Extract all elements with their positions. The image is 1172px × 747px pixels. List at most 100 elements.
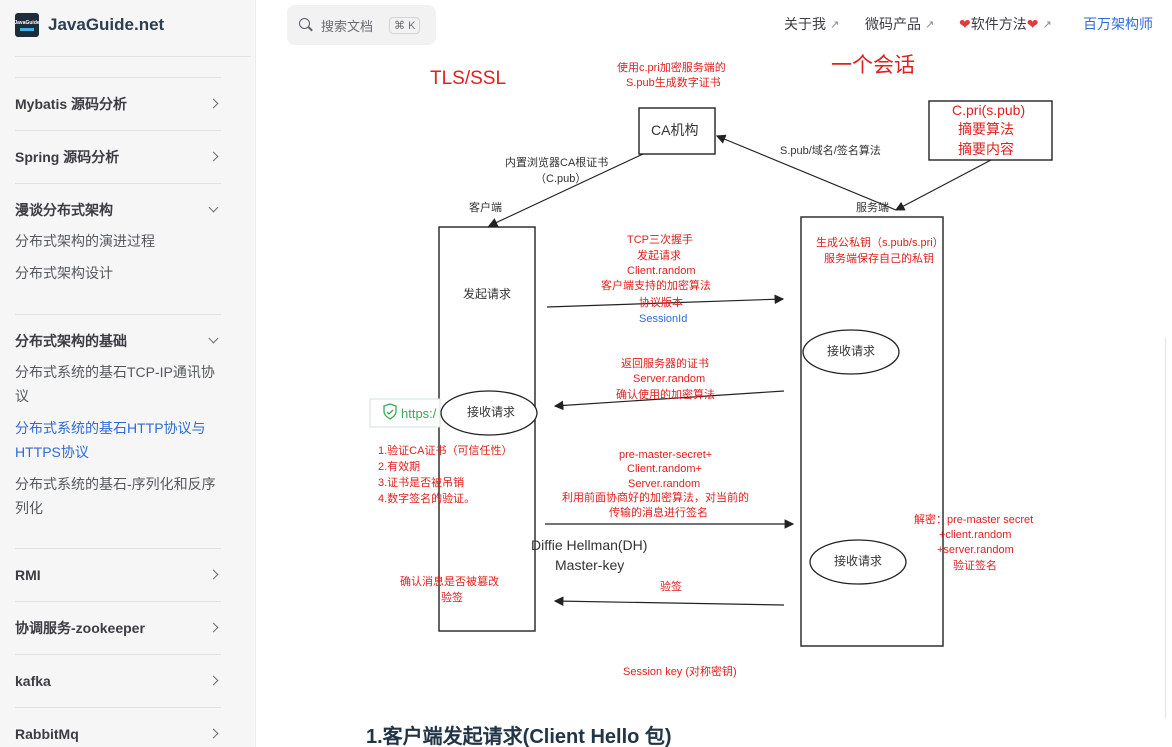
verify-line: 2.有效期: [378, 461, 421, 473]
heart-icon: ❤: [959, 15, 971, 32]
arrow-client-hello: [546, 294, 785, 308]
server-gen-1: 生成公私钥（s.pub/s.pri）: [816, 237, 944, 249]
sidebar-group-label: Mybatis 源码分析: [15, 95, 128, 112]
https-badge-text: https:/: [401, 406, 437, 421]
sidebar-group-label: 分布式架构的基础: [15, 332, 127, 349]
ca-box-label: CA机构: [651, 122, 699, 138]
chevron-right-icon: [207, 97, 221, 111]
sidebar-item[interactable]: 分布式架构的演进过程: [15, 233, 155, 249]
external-link-icon: ↗: [830, 18, 840, 31]
step1-line: 客户端支持的加密算法: [601, 280, 711, 292]
step3-line: 传输的消息进行签名: [609, 507, 708, 519]
sidebar-item[interactable]: 分布式系统的基石TCP-IP通讯协议: [15, 364, 215, 404]
server-receive-ellipse-2: [809, 539, 907, 585]
scrollbar-track: [1165, 338, 1166, 718]
ca-to-server-label: S.pub/域名/签名算法: [780, 145, 881, 157]
nav-link-arch[interactable]: 百万架构师: [1083, 14, 1153, 34]
step3-line: Server.random: [628, 478, 701, 490]
session-key-label: Session key (对称密钥): [623, 666, 737, 678]
decrypt-line: +server.random: [937, 544, 1014, 556]
nav-label: 关于我: [784, 16, 826, 32]
search-button[interactable]: 搜索文档 ⌘ K: [287, 5, 436, 45]
chevron-right-icon: [207, 621, 221, 635]
sidebar-group-label: 漫谈分布式架构: [15, 201, 113, 218]
sidebar-group-arch-basics[interactable]: 分布式架构的基础: [15, 314, 221, 366]
step1-session: SessionId: [639, 313, 688, 325]
arrow-server-ca: [715, 134, 897, 211]
client-receive-label: 接收请求: [467, 405, 516, 419]
sidebar-group-rmi[interactable]: RMI: [15, 548, 221, 600]
server-label: 服务端: [856, 202, 889, 214]
server-receive-1-label: 接收请求: [827, 344, 876, 358]
client-label: 客户端: [469, 202, 502, 214]
client-confirm-1: 确认消息是否被篡改: [400, 576, 499, 588]
chevron-right-icon: [207, 727, 221, 741]
brand-logo-text: JavaGuide: [14, 19, 40, 26]
search-placeholder: 搜索文档: [321, 18, 374, 34]
arrow-ca-client: [487, 153, 644, 227]
decrypt-line: 验证签名: [953, 560, 997, 572]
sidebar-group-label: RMI: [15, 566, 41, 583]
server-key-2: 摘要算法: [958, 121, 1014, 137]
sidebar-group-kafka[interactable]: kafka: [15, 654, 221, 706]
sidebar-group-mybatis[interactable]: Mybatis 源码分析: [15, 77, 221, 129]
external-link-icon: ↗: [925, 18, 935, 31]
nav-link-about[interactable]: 关于我 ↗: [784, 14, 839, 34]
nav-link-micro[interactable]: 微码产品 ↗: [865, 14, 934, 34]
sidebar-item-active[interactable]: 分布式系统的基石HTTP协议与HTTPS协议: [15, 420, 206, 460]
ca-note-2: S.pub生成数字证书: [626, 77, 721, 89]
browser-cert-2: （C.pub）: [535, 173, 587, 185]
nav-label: 软件方法: [970, 16, 1027, 32]
divider: [15, 56, 251, 57]
ca-box: [638, 107, 716, 155]
sidebar-group-zookeeper[interactable]: 协调服务-zookeeper: [15, 601, 221, 653]
external-link-icon: ↗: [1042, 18, 1052, 31]
chevron-right-icon: [207, 150, 221, 164]
https-handshake-diagram: TLS/SSL 一个会话 使用c.pri加密服务端的 S.pub生成数字证书 C…: [255, 50, 1172, 720]
brand-logo: JavaGuide: [14, 13, 40, 37]
client-request-label: 发起请求: [463, 287, 512, 301]
verify-line: 4.数字签名的验证。: [378, 493, 476, 505]
sidebar-item[interactable]: 分布式系统的基石-序列化和反序列化: [15, 476, 216, 516]
step1-line: TCP三次握手: [627, 234, 693, 246]
https-badge-frame: [369, 398, 441, 428]
sidebar-group-spring[interactable]: Spring 源码分析: [15, 130, 221, 182]
step1-line: Client.random: [627, 265, 696, 277]
diagram-title-tls: TLS/SSL: [430, 68, 507, 89]
step2-line: 返回服务器的证书: [621, 358, 709, 370]
shield-icon: [383, 403, 397, 420]
arrow-sign-verify: [553, 596, 785, 606]
sidebar: JavaGuide JavaGuide.net Mybatis 源码分析 Spr…: [0, 0, 256, 747]
client-confirm-2: 验签: [441, 592, 463, 604]
step2-line: Server.random: [633, 373, 706, 385]
nav-label: 微码产品: [865, 16, 921, 32]
sidebar-item[interactable]: 分布式架构设计: [15, 265, 113, 281]
step1-line: 协议版本: [639, 297, 683, 309]
chevron-down-icon: [207, 203, 221, 217]
diagram-title-session: 一个会话: [831, 54, 915, 77]
verify-line: 1.验证CA证书（可信任性）: [378, 445, 513, 457]
server-key-box: [928, 100, 1053, 161]
brand-name: JavaGuide.net: [48, 15, 165, 34]
server-gen-2: 服务端保存自己的私钥: [824, 253, 934, 265]
sidebar-group-rabbitmq[interactable]: RabbitMq: [15, 707, 221, 747]
server-receive-ellipse-1: [802, 329, 900, 375]
chevron-down-icon: [207, 334, 221, 348]
search-shortcut: ⌘ K: [389, 16, 421, 34]
sidebar-group-label: 协调服务-zookeeper: [15, 619, 145, 636]
content-heading: 1.客户端发起请求(Client Hello 包): [366, 726, 672, 747]
nav-label: 百万架构师: [1083, 16, 1153, 32]
step3-line: Client.random+: [627, 463, 702, 475]
nav-link-method[interactable]: ❤软件方法❤↗: [959, 14, 1052, 34]
brand[interactable]: JavaGuide JavaGuide.net: [14, 12, 165, 38]
decrypt-line: 解密：pre-master secret: [914, 514, 1034, 526]
arrow-server-hello: [553, 390, 785, 411]
step2-line: 确认使用的加密算法: [616, 389, 715, 401]
sidebar-group-distributed-arch[interactable]: 漫谈分布式架构: [15, 183, 221, 235]
search-icon: [299, 18, 313, 32]
step1-line: 发起请求: [637, 250, 681, 262]
sidebar-group-label: Spring 源码分析: [15, 148, 120, 165]
heart-icon: ❤: [1026, 15, 1039, 32]
verify-line: 3.证书是否被吊销: [378, 477, 465, 489]
step3-line: 利用前面协商好的加密算法，对当前的: [562, 492, 749, 504]
